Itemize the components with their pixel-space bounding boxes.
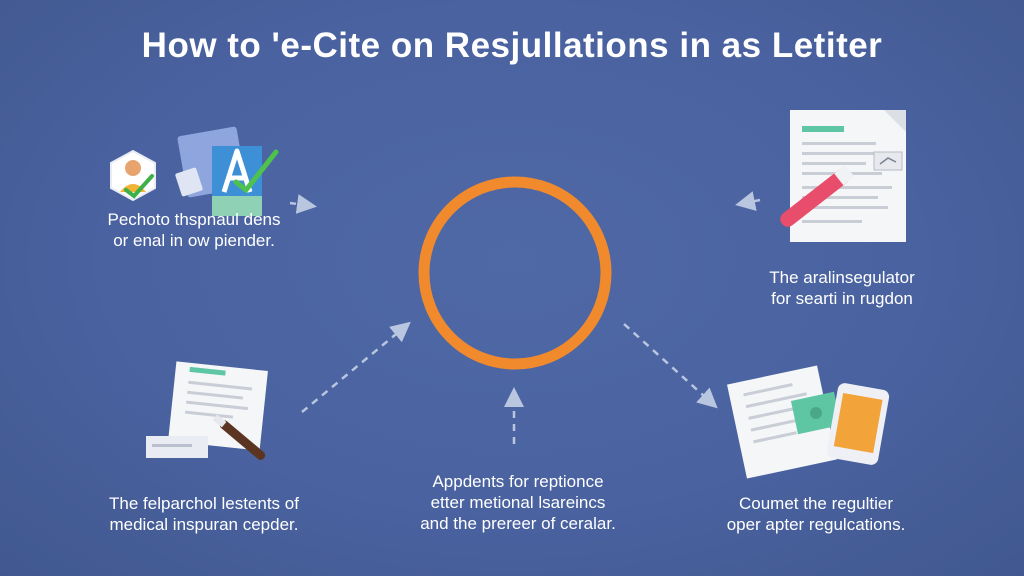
step-top-right-line-1: The aralinsegulator (769, 268, 915, 287)
step-bottom-right-line-2: oper apter regulcations. (726, 515, 906, 534)
arrow-top-left (289, 194, 317, 214)
document-and-phone-icon (727, 365, 890, 479)
step-bottom-right-line-1: Coumet the regultier (738, 494, 894, 513)
arrow-top-right (735, 191, 761, 211)
center-ring (418, 176, 612, 370)
step-bottom-center-line-3: and the prereer of ceralar. (420, 514, 616, 533)
step-bottom-left-line-2: medical inspuran cepder. (109, 515, 299, 534)
profile-and-document-icon (110, 126, 279, 216)
step-top-left-line-1: Pechoto thspnaul dens (107, 210, 281, 229)
step-top-right-line-2: for searti in rugdon (771, 289, 913, 308)
step-top-left: Pechoto thspnaul dens or enal in ow pien… (84, 209, 304, 251)
step-bottom-right: Coumet the regultier oper apter regulcat… (704, 493, 928, 535)
step-bottom-left: The felparchol lestents of medical inspu… (90, 493, 318, 535)
document-with-pen-icon (780, 110, 906, 242)
step-bottom-center-line-1: Appdents for reptionce (432, 472, 604, 491)
step-bottom-center-line-2: etter metional lsareincs (430, 493, 606, 512)
step-bottom-left-line-1: The felparchol lestents of (109, 494, 299, 513)
arrow-bottom-right (623, 323, 718, 409)
step-top-right: The aralinsegulator for searti in rugdon (742, 267, 942, 309)
arrow-bottom-left (301, 321, 411, 413)
letter-with-pen-icon (146, 361, 268, 460)
step-top-left-line-2: or enal in ow piender. (113, 231, 275, 250)
page-title: How to 'e-Cite on Resjullations in as Le… (141, 26, 883, 65)
step-bottom-center: Appdents for reptionce etter metional ls… (400, 471, 636, 534)
